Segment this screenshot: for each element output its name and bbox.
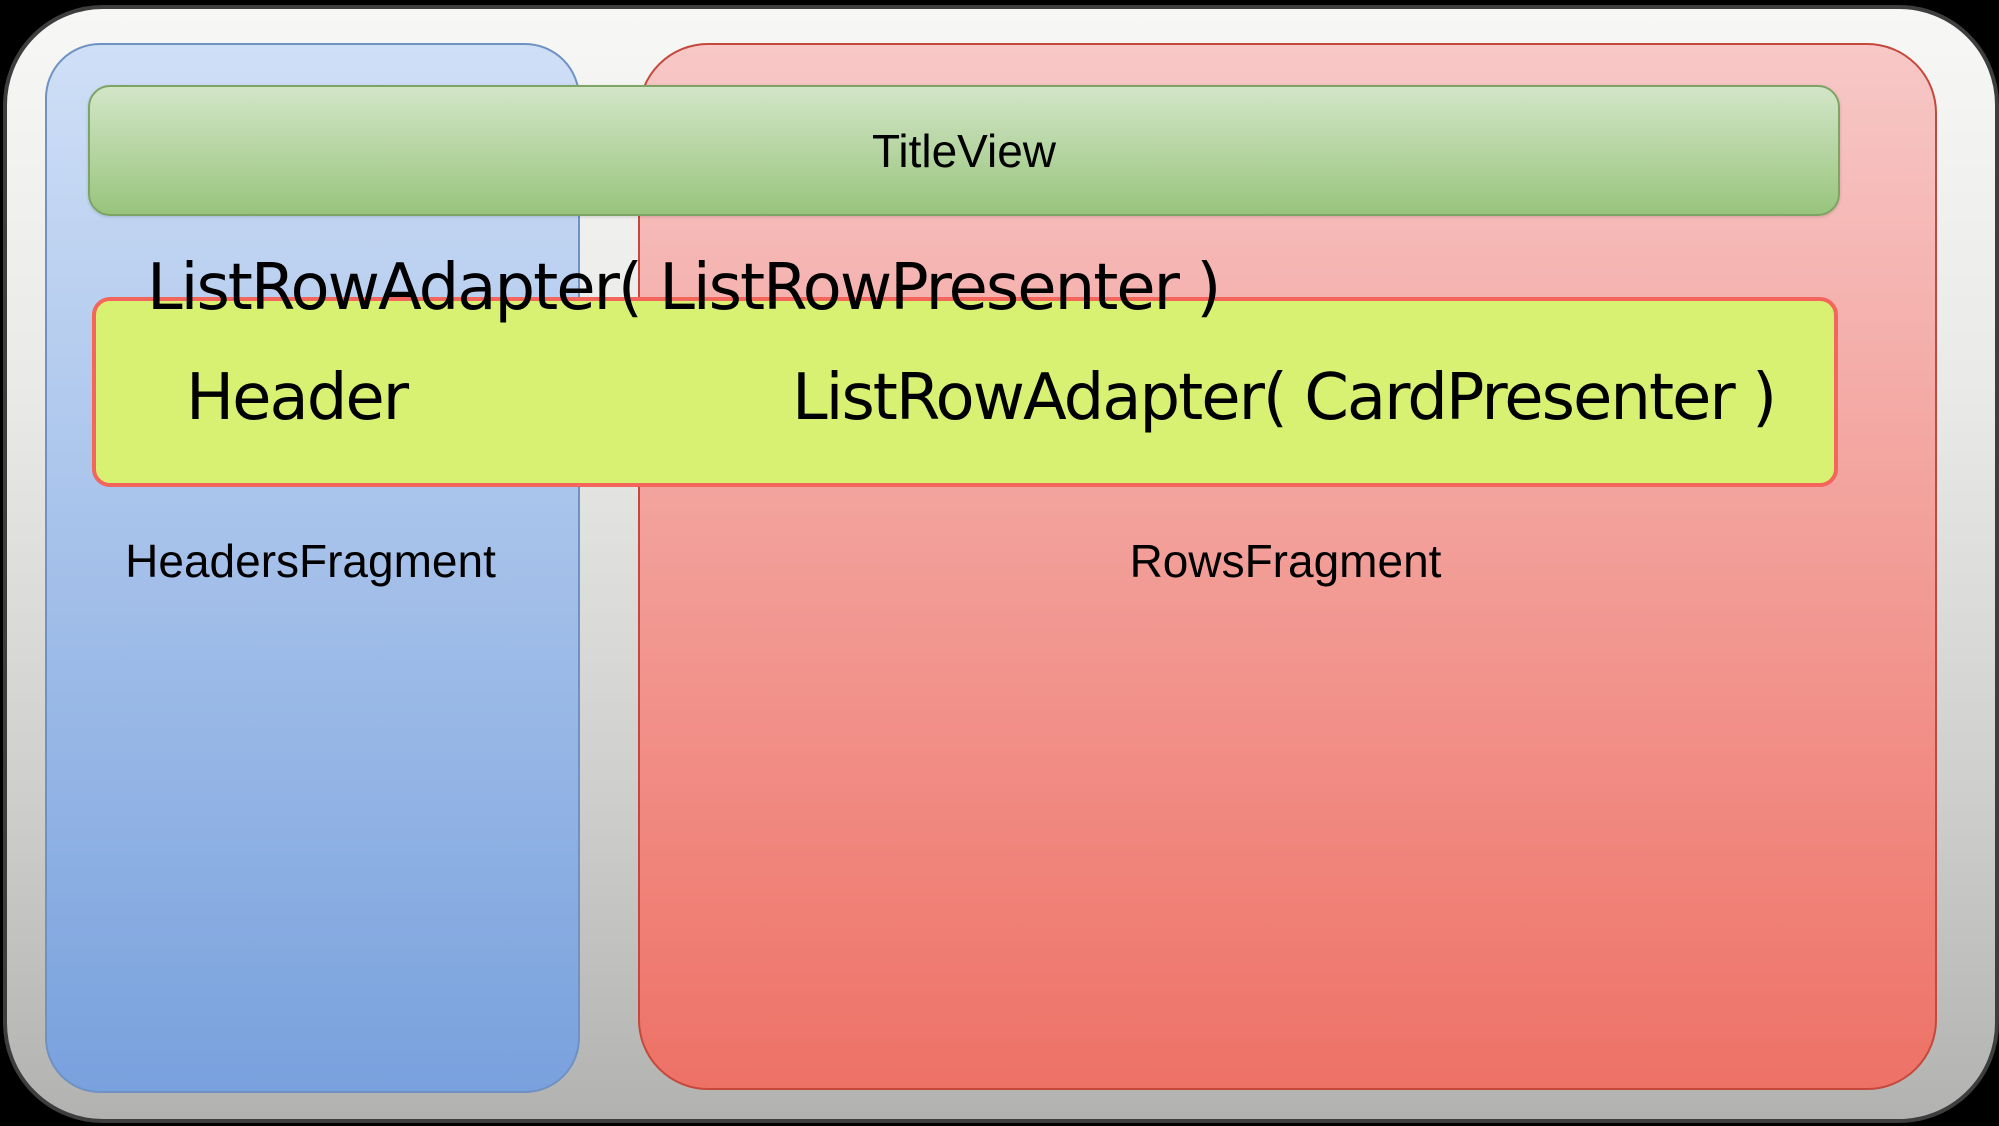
headers-fragment-label: HeadersFragment <box>125 535 496 587</box>
title-view-bar: TitleView <box>88 85 1840 216</box>
headers-fragment-panel <box>45 43 580 1093</box>
list-row-bar <box>92 297 1838 487</box>
list-row-adapter-presenter-caption: ListRowAdapter( ListRowPresenter ) <box>147 251 1221 325</box>
list-row-adapter-card-presenter-label: ListRowAdapter( CardPresenter ) <box>792 361 1777 435</box>
title-view-label: TitleView <box>871 124 1057 177</box>
header-label: Header <box>186 361 409 435</box>
rows-fragment-panel <box>638 43 1937 1090</box>
rows-fragment-label: RowsFragment <box>1129 535 1442 587</box>
